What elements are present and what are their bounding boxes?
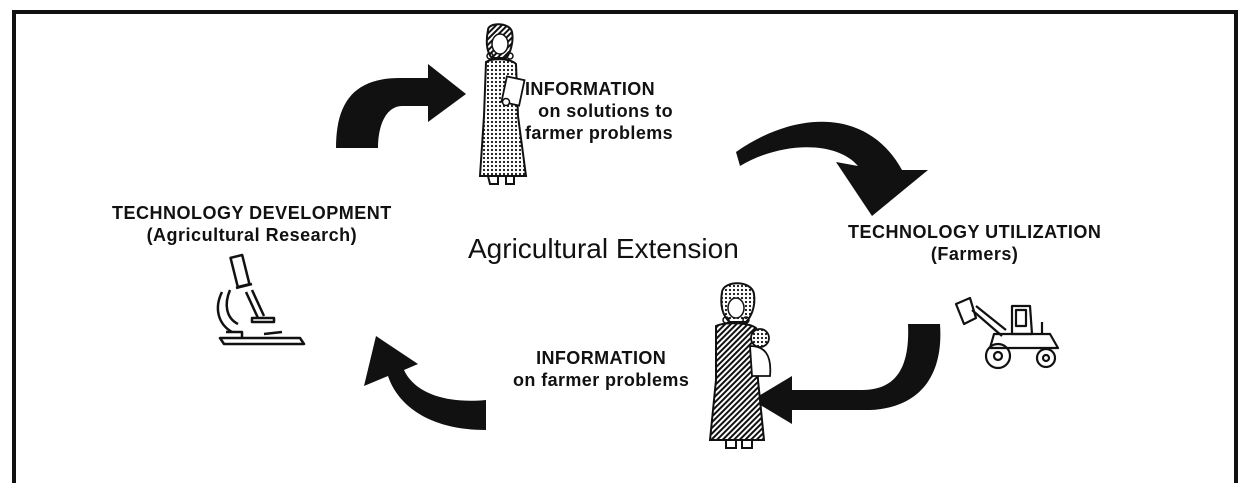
node-label-line: farmer problems	[525, 122, 674, 143]
extension-agent-with-paper-icon	[478, 23, 528, 185]
tractor-loader-icon	[954, 296, 1060, 370]
node-label-line: (Farmers)	[930, 243, 1019, 264]
diagram-frame	[12, 10, 1238, 483]
node-label-line: (Agricultural Research)	[146, 224, 358, 245]
farmer-woman-with-baby-icon	[708, 282, 772, 449]
node-label-line: TECHNOLOGY DEVELOPMENT	[112, 203, 392, 223]
node-technology-utilization: TECHNOLOGY UTILIZATION (Farmers)	[848, 222, 1101, 266]
microscope-icon	[216, 253, 306, 346]
node-information-solutions: INFORMATION on solutions to farmer probl…	[525, 79, 673, 145]
node-technology-development: TECHNOLOGY DEVELOPMENT (Agricultural Res…	[112, 203, 392, 247]
node-label-line: on farmer problems	[513, 369, 690, 390]
node-label-line: INFORMATION	[536, 348, 667, 368]
node-label-line: on solutions to	[538, 100, 674, 121]
node-information-problems: INFORMATION on farmer problems	[513, 348, 689, 392]
node-label-line: TECHNOLOGY UTILIZATION	[848, 222, 1102, 242]
diagram-title: Agricultural Extension	[468, 233, 739, 264]
node-label-line: INFORMATION	[525, 79, 656, 99]
